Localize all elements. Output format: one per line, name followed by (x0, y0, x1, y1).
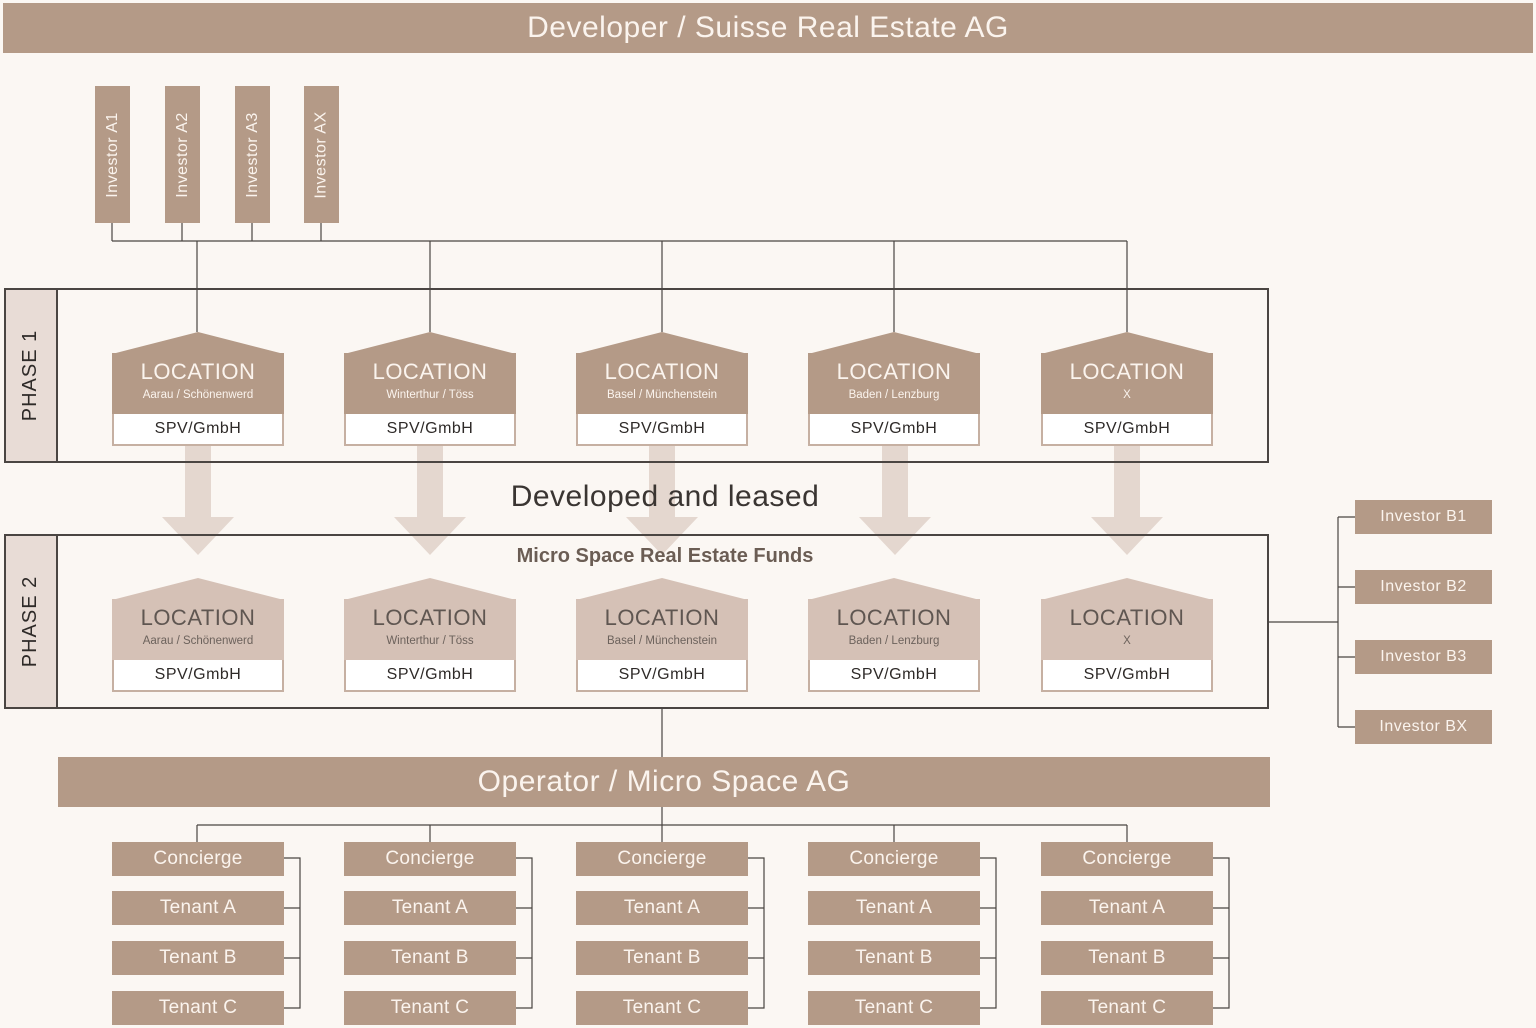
concierge-box: Concierge (112, 842, 284, 876)
down-arrow-1 (162, 446, 234, 555)
down-arrow-2 (394, 446, 466, 555)
tenant-c-box: Tenant C (344, 991, 516, 1025)
operator-banner: Operator / Micro Space AG (58, 757, 1270, 807)
tenant-c-box: Tenant C (576, 991, 748, 1025)
tenant-c-box: Tenant C (808, 991, 980, 1025)
concierge-box: Concierge (344, 842, 516, 876)
down-arrow-3 (626, 446, 698, 555)
tenant-a-box: Tenant A (344, 891, 516, 925)
tenant-a-box: Tenant A (576, 891, 748, 925)
investor-b3: Investor B3 (1355, 640, 1492, 674)
investor-a3: Investor A3 (235, 86, 270, 223)
tenant-b-box: Tenant B (808, 941, 980, 975)
investor-a1: Investor A1 (95, 86, 130, 223)
tenant-a-box: Tenant A (808, 891, 980, 925)
investor-b2: Investor B2 (1355, 570, 1492, 604)
developer-banner: Developer / Suisse Real Estate AG (3, 3, 1533, 53)
developed-and-leased-label: Developed and leased (510, 480, 820, 513)
investor-b1: Investor B1 (1355, 500, 1492, 534)
down-arrow-4 (859, 446, 931, 555)
concierge-box: Concierge (1041, 842, 1213, 876)
phase-2-label: PHASE 2 (4, 534, 58, 709)
investor-a2: Investor A2 (165, 86, 200, 223)
fund-label: Micro Space Real Estate Funds (516, 545, 814, 567)
tenant-c-box: Tenant C (1041, 991, 1213, 1025)
tenant-c-box: Tenant C (112, 991, 284, 1025)
tenant-a-box: Tenant A (112, 891, 284, 925)
tenant-b-box: Tenant B (576, 941, 748, 975)
phase-1-label: PHASE 1 (4, 288, 58, 463)
concierge-box: Concierge (576, 842, 748, 876)
tenant-b-box: Tenant B (344, 941, 516, 975)
down-arrow-5 (1091, 446, 1163, 555)
tenant-b-box: Tenant B (1041, 941, 1213, 975)
investor-bx: Investor BX (1355, 710, 1492, 744)
tenant-a-box: Tenant A (1041, 891, 1213, 925)
concierge-box: Concierge (808, 842, 980, 876)
tenant-b-box: Tenant B (112, 941, 284, 975)
investor-ax: Investor AX (304, 86, 339, 223)
